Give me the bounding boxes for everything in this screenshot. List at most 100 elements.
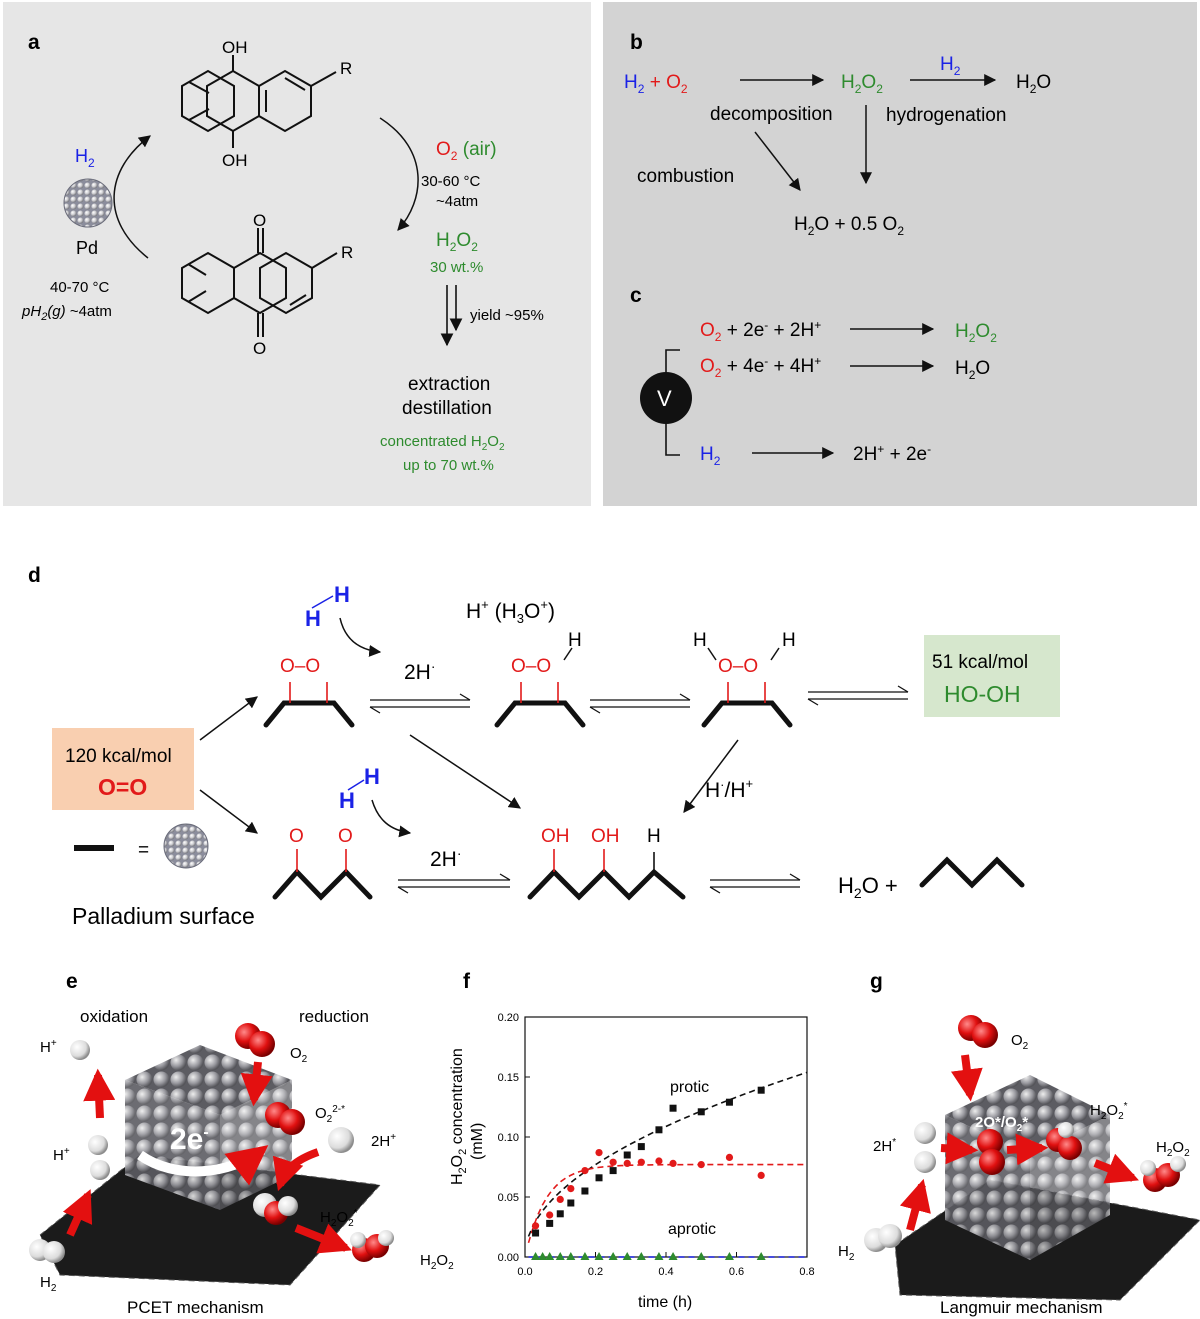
e-h-star-label: H+ xyxy=(53,1146,70,1164)
oh-top-label: OH xyxy=(222,38,248,57)
data-point-triangle-10 xyxy=(654,1252,664,1260)
d-palladium-surface-label: Palladium surface xyxy=(72,903,255,929)
chart-aprotic-label: aprotic xyxy=(668,1221,716,1238)
d-h2-arrow-2 xyxy=(371,799,412,838)
chart-ylabel: H2O2 concentration xyxy=(449,1048,469,1185)
d-arrow-diag-1 xyxy=(409,734,521,809)
data-point-triangle-2 xyxy=(545,1252,555,1260)
combustion-label: combustion xyxy=(637,166,734,187)
g-o2-down-arrow xyxy=(950,1054,983,1102)
data-point-circle-1 xyxy=(546,1211,554,1219)
d-o-o-3: O–O xyxy=(718,656,758,677)
oo-bond-label: O=O xyxy=(98,774,147,800)
data-point-triangle-3 xyxy=(555,1252,565,1260)
eq-1-bottom-head xyxy=(369,706,381,714)
d-arrow-down xyxy=(199,789,258,834)
eq-4-top-head xyxy=(499,873,511,881)
data-point-circle-0 xyxy=(531,1222,540,1230)
eq-3-top-head xyxy=(897,685,909,693)
e-o2-star-label: O22-* xyxy=(315,1104,345,1125)
eq-1-top-head xyxy=(459,693,471,701)
hooh-energy-label: 51 kcal/mol xyxy=(932,652,1028,673)
eq-2-bottom-head xyxy=(589,706,601,714)
g-h-star-2-icon xyxy=(914,1151,936,1173)
d-hydrogen-peroxide-structure xyxy=(701,700,793,728)
hydrogenation-label: hydrogenation xyxy=(886,105,1006,126)
g-center-label: 2O*/O2* xyxy=(975,1114,1028,1134)
e-2h-plus-label: 2H+ xyxy=(371,1132,396,1150)
c-reaction-2-left: O2 + 4e- + 4H+ xyxy=(700,354,821,380)
pressure-right: ~4atm xyxy=(436,193,478,210)
data-point-circle-2 xyxy=(556,1195,564,1203)
data-point-square-3 xyxy=(567,1199,575,1207)
o-top-label: O xyxy=(253,211,266,230)
fit-line-red xyxy=(527,1163,807,1244)
data-point-square-9 xyxy=(655,1126,663,1134)
data-point-square-1 xyxy=(546,1219,554,1227)
data-point-triangle-6 xyxy=(594,1252,604,1260)
d-h-atom-2: H xyxy=(693,630,707,651)
d-h2-molecule-1b: H xyxy=(334,582,350,607)
panel-label-e: e xyxy=(66,970,78,993)
g-h2-label: H2 xyxy=(838,1243,855,1263)
panel-label-f: f xyxy=(463,970,471,993)
data-point-circle-7 xyxy=(623,1159,631,1167)
d-h2-bond-1 xyxy=(311,595,334,609)
voltmeter-label: V xyxy=(657,386,672,411)
c-h2: H2 xyxy=(700,444,721,468)
d-oh-bond-3 xyxy=(770,647,780,661)
eq-5-bottom-head xyxy=(709,886,721,894)
data-point-triangle-0 xyxy=(531,1252,541,1260)
data-point-square-13 xyxy=(757,1086,765,1094)
data-point-triangle-7 xyxy=(608,1252,618,1260)
d-h-atom-1: H xyxy=(568,630,582,651)
chart-ylabel-unit: (mM) xyxy=(469,1123,486,1160)
panel-bc: b H2 + O2 H2O2 H2 H2O decomposition hydr… xyxy=(603,2,1197,506)
d-oh-bond-2 xyxy=(707,647,717,661)
e-h2-atom-2-icon xyxy=(43,1241,65,1263)
data-point-triangle-14 xyxy=(756,1252,766,1260)
yield-label: yield ~95% xyxy=(470,307,544,324)
d-o-5: O xyxy=(338,826,353,847)
g-o-star-1-icon xyxy=(977,1129,1003,1155)
e-h2o2-star-h2-icon xyxy=(278,1196,298,1216)
c-reaction-1-left: O2 + 2e- + 2H+ xyxy=(700,318,821,344)
b-products: H2O + 0.5 O2 xyxy=(794,214,904,238)
e-oxidation-label: oxidation xyxy=(80,1007,148,1026)
hooh-label: HO-OH xyxy=(944,681,1021,707)
e-h-star-atom-1-icon xyxy=(88,1135,108,1155)
d-h2-arrow-1 xyxy=(339,617,382,657)
g-h2o2-h1-icon xyxy=(1140,1160,1156,1176)
o-bottom-label: O xyxy=(253,339,266,358)
panel-label-a: a xyxy=(28,31,40,54)
e-2e-label: 2e- xyxy=(170,1123,209,1156)
g-h2o2-star-h-icon xyxy=(1058,1122,1074,1138)
eq-5-top-head xyxy=(789,873,801,881)
d-equals: = xyxy=(138,840,149,861)
eq-2-top-head xyxy=(679,693,691,701)
e-h2-up-arrow xyxy=(62,1189,93,1237)
g-h2o2-h2-icon xyxy=(1170,1156,1186,1172)
extraction-label: extraction xyxy=(408,374,490,395)
data-point-triangle-13 xyxy=(724,1252,734,1260)
d-oh-2: OH xyxy=(591,826,620,847)
d-2h-label-2: 2H· xyxy=(430,845,462,871)
e-graphene-pattern xyxy=(39,1154,382,1286)
y-tick-label-3: 0.15 xyxy=(498,1072,519,1084)
h2o2-label-a: H2O2 xyxy=(436,230,478,254)
data-point-triangle-12 xyxy=(696,1252,706,1260)
d-oh-1: OH xyxy=(541,826,570,847)
d-h-atom-4: H xyxy=(647,826,661,847)
data-point-square-11 xyxy=(697,1108,705,1116)
e-h2o2-h2-icon xyxy=(378,1230,394,1246)
data-point-square-0 xyxy=(532,1229,540,1237)
e-crystal-front xyxy=(125,1080,220,1210)
g-h-to-o-arrow xyxy=(940,1132,979,1165)
pressure-left: pH2(g) ~4atm xyxy=(21,303,112,323)
g-o-to-h2o2-arrow xyxy=(1006,1133,1049,1166)
g-h2-atom-2-icon xyxy=(878,1224,902,1248)
d-h2-molecule-2b: H xyxy=(364,764,380,789)
d-clean-surface-structure xyxy=(919,856,1025,889)
